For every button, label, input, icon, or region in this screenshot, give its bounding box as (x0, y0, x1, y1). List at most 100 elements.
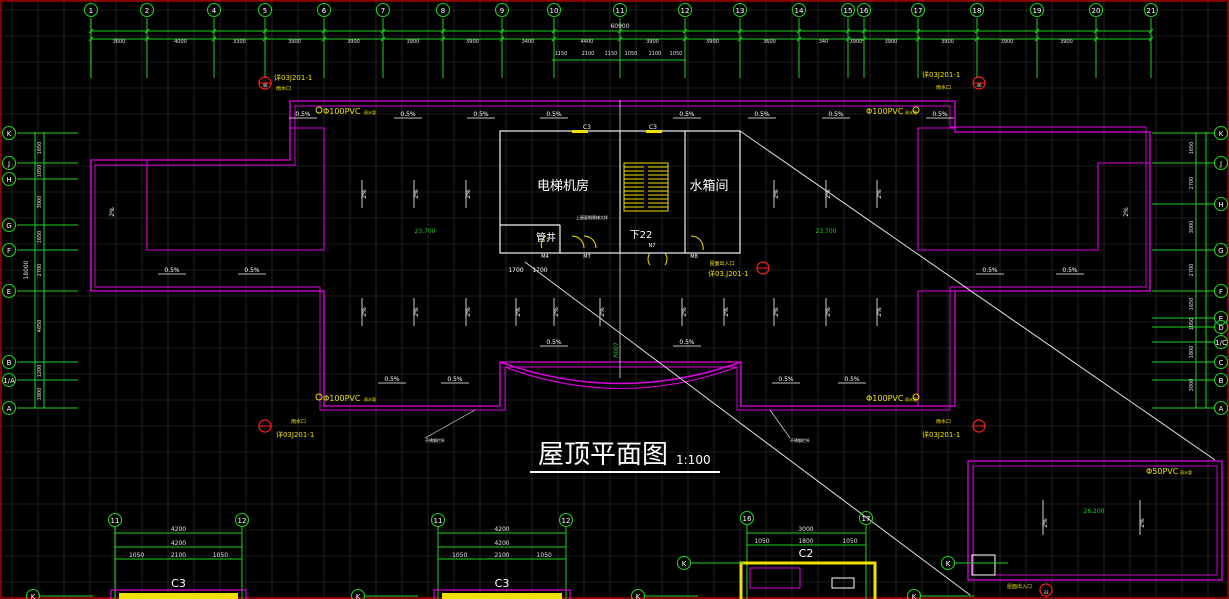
slope-label: 0.5% (1062, 267, 1078, 274)
slope-label: 0.5% (473, 111, 489, 118)
top-axis-label: 7 (381, 7, 385, 15)
slope-label: 0.5% (844, 376, 860, 383)
top-axis-bubble: 9 (494, 2, 510, 78)
left-axis-bubble: F (1, 242, 78, 258)
top-axis-bubble: 21 (1143, 2, 1159, 78)
detail-callout-access: 详03.J201-1 (708, 261, 770, 278)
left-dimension: 4650 (37, 320, 43, 333)
right-axis-bubble: B (1152, 372, 1229, 388)
top-axis-bubble: 10 (546, 2, 562, 78)
bottom-dimension: 4200 (171, 526, 186, 533)
slope-label: 0.5% (679, 111, 695, 118)
top-axis-bubble: 2 (139, 2, 155, 78)
detail-callout-br: 详03J201-1 雨水口 (922, 418, 986, 439)
right-axis-bubble: 1/C (1152, 334, 1229, 350)
top-dimension: 3600 (763, 39, 776, 45)
left-axis-label: J (7, 160, 10, 168)
sub-dimension: 1050 (670, 51, 683, 57)
top-axis-bubble: 12 (677, 2, 693, 78)
window-marks (572, 130, 662, 133)
bottom-dimension: 1050 (213, 552, 228, 559)
left-axis-label: H (6, 176, 11, 184)
right-axis-bubble: A (1152, 400, 1229, 416)
top-dimension: 3600 (113, 39, 126, 45)
top-axis-label: 15 (844, 7, 853, 15)
left-dimension: 3000 (37, 196, 43, 209)
pipe-label-tl: Φ100PVC (323, 107, 361, 116)
pipe-suffix-br: 雨水管 (905, 396, 917, 402)
top-axis-label: 18 (973, 7, 982, 15)
slope-label-vertical: 2% (876, 307, 883, 317)
right-axis-label: E (1219, 315, 1223, 323)
water-tank-label: 水箱间 (689, 178, 728, 194)
bottom-dimension: 4200 (494, 540, 509, 547)
right-axis-bubble: G (1152, 242, 1229, 258)
right-axis-label: G (1218, 247, 1223, 255)
left-axis-label: K (7, 130, 12, 138)
right-axis-label: J (1219, 160, 1222, 168)
top-dimension: 3900 (941, 39, 954, 45)
top-axis-label: 14 (795, 7, 804, 15)
bottom-window-label: C3 (171, 577, 186, 590)
top-dimension: 3900 (646, 39, 659, 45)
slope-label: 0.5% (546, 339, 562, 346)
top-axis-bubble: 19 (1029, 2, 1045, 78)
bottom-dimension: 1050 (537, 552, 552, 559)
bottom-dimension: 2100 (494, 552, 509, 559)
bottom-axis-k-label: K (636, 593, 641, 599)
bottom-axis-label: 11 (434, 517, 443, 525)
slope-label-vertical: 2% (1123, 207, 1130, 217)
bottom-dimension: 1050 (842, 538, 857, 545)
right-dimension: 3000 (1189, 379, 1195, 392)
bottom-axis-k: K (940, 555, 1008, 571)
slope-marks: 0.5%0.5%0.5%0.5%0.5%0.5%0.5%0.5%0.5%0.5%… (158, 111, 1084, 384)
slope-label-vertical: 2% (773, 307, 780, 317)
bottom-axis-k: K (906, 588, 974, 599)
top-axis-label: 16 (860, 7, 869, 15)
bottom-dimension: 1050 (452, 552, 467, 559)
slope-label-vertical: 2% (515, 307, 522, 317)
right-axis-bubble: J (1152, 155, 1229, 171)
slope-label-vertical: 2% (1042, 518, 1049, 528)
roof-inner-parapet (90, 100, 1151, 407)
top-axis-bubble: 7 (375, 2, 391, 78)
bottom-dimension: 3000 (798, 526, 813, 533)
inset-pipe-suffix: 雨水管 (1180, 469, 1192, 475)
inset-bubble: 33 (1043, 590, 1049, 595)
bottom-axis-label: 16 (743, 515, 752, 523)
bottom-axis-k-label: K (356, 593, 361, 599)
detail-bubble-tl: 46 (262, 83, 268, 88)
stair-down-label: 下22 (630, 230, 653, 241)
inset-elevation: 26.200 (1084, 508, 1105, 515)
bottom-axis-k-label: K (946, 560, 951, 568)
right-dimension: 2700 (1189, 177, 1195, 190)
slope-label-vertical: 2% (825, 307, 832, 317)
right-dimension: 1800 (1189, 346, 1195, 359)
pipe-label-bl: Φ100PVC (323, 394, 361, 403)
gutter-note-bl: 雨水口 (291, 418, 306, 425)
detail-callout-tl: 46 详03J201-1 雨水口 (258, 73, 312, 92)
left-axis-bubble: B (1, 354, 78, 370)
right-dimension: 2700 (1189, 264, 1195, 277)
pipe-suffix-tl: 雨水管 (364, 109, 376, 115)
left-axis-bubble: H (1, 171, 78, 187)
left-axis-label: B (7, 359, 12, 367)
bottom-dimension: 1800 (798, 538, 813, 545)
left-dimension: 1050 (37, 165, 43, 178)
bottom-dimension: 4200 (171, 540, 186, 547)
top-dimension: 3900 (288, 39, 301, 45)
slope-label-vertical: 2% (361, 307, 368, 317)
slope-label-vertical: 2% (599, 307, 606, 317)
top-axis-bubble: 20 (1088, 2, 1104, 78)
drawing-scale: 1:100 (676, 453, 711, 467)
detail-leaders (524, 130, 1216, 596)
gutter-note-tr: 雨水口 (936, 84, 951, 91)
left-axis-bubble: 1/A (1, 372, 78, 388)
left-axis-label: 1/A (3, 377, 15, 385)
